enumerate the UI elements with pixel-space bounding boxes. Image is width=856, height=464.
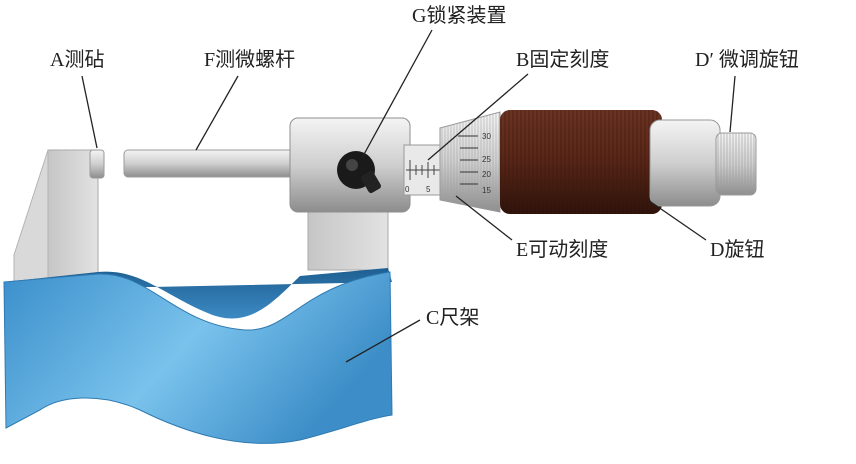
ratchet — [649, 119, 757, 207]
label-spindle: F测微螺杆 — [204, 48, 295, 71]
label-frame: C尺架 — [426, 306, 479, 329]
leader-lines — [81, 29, 736, 363]
leader-spindle — [195, 75, 239, 151]
sleeve-mark-0: 0 — [405, 185, 410, 194]
label-sleeve-scale: B固定刻度 — [516, 48, 609, 71]
sleeve-mark-5: 5 — [426, 185, 431, 194]
thimble-mark-30: 30 — [482, 132, 491, 141]
leader-frame — [345, 319, 421, 363]
thimble-knob — [500, 110, 662, 214]
thimble-mark-20: 20 — [482, 170, 491, 179]
lock-knob — [337, 151, 381, 194]
thimble-mark-15: 15 — [482, 186, 491, 195]
leader-sleeve — [427, 73, 529, 161]
label-thimble-scale: E可动刻度 — [516, 238, 608, 261]
label-ratchet: D′ 微调旋钮 — [695, 48, 799, 71]
leader-anvil — [81, 75, 98, 149]
thimble-mark-25: 25 — [482, 155, 491, 164]
spindle — [123, 149, 297, 178]
label-thimble: D旋钮 — [710, 238, 764, 261]
leader-lock — [361, 29, 433, 159]
leader-thimble-scale — [455, 195, 513, 241]
frame — [3, 149, 393, 444]
anvil-face — [89, 149, 105, 179]
leader-ratchet — [729, 75, 736, 133]
thimble-scale: 30 25 20 15 — [439, 111, 501, 213]
label-anvil: A测砧 — [50, 48, 104, 71]
label-lock: G锁紧装置 — [412, 4, 506, 27]
leader-knob — [647, 199, 707, 241]
